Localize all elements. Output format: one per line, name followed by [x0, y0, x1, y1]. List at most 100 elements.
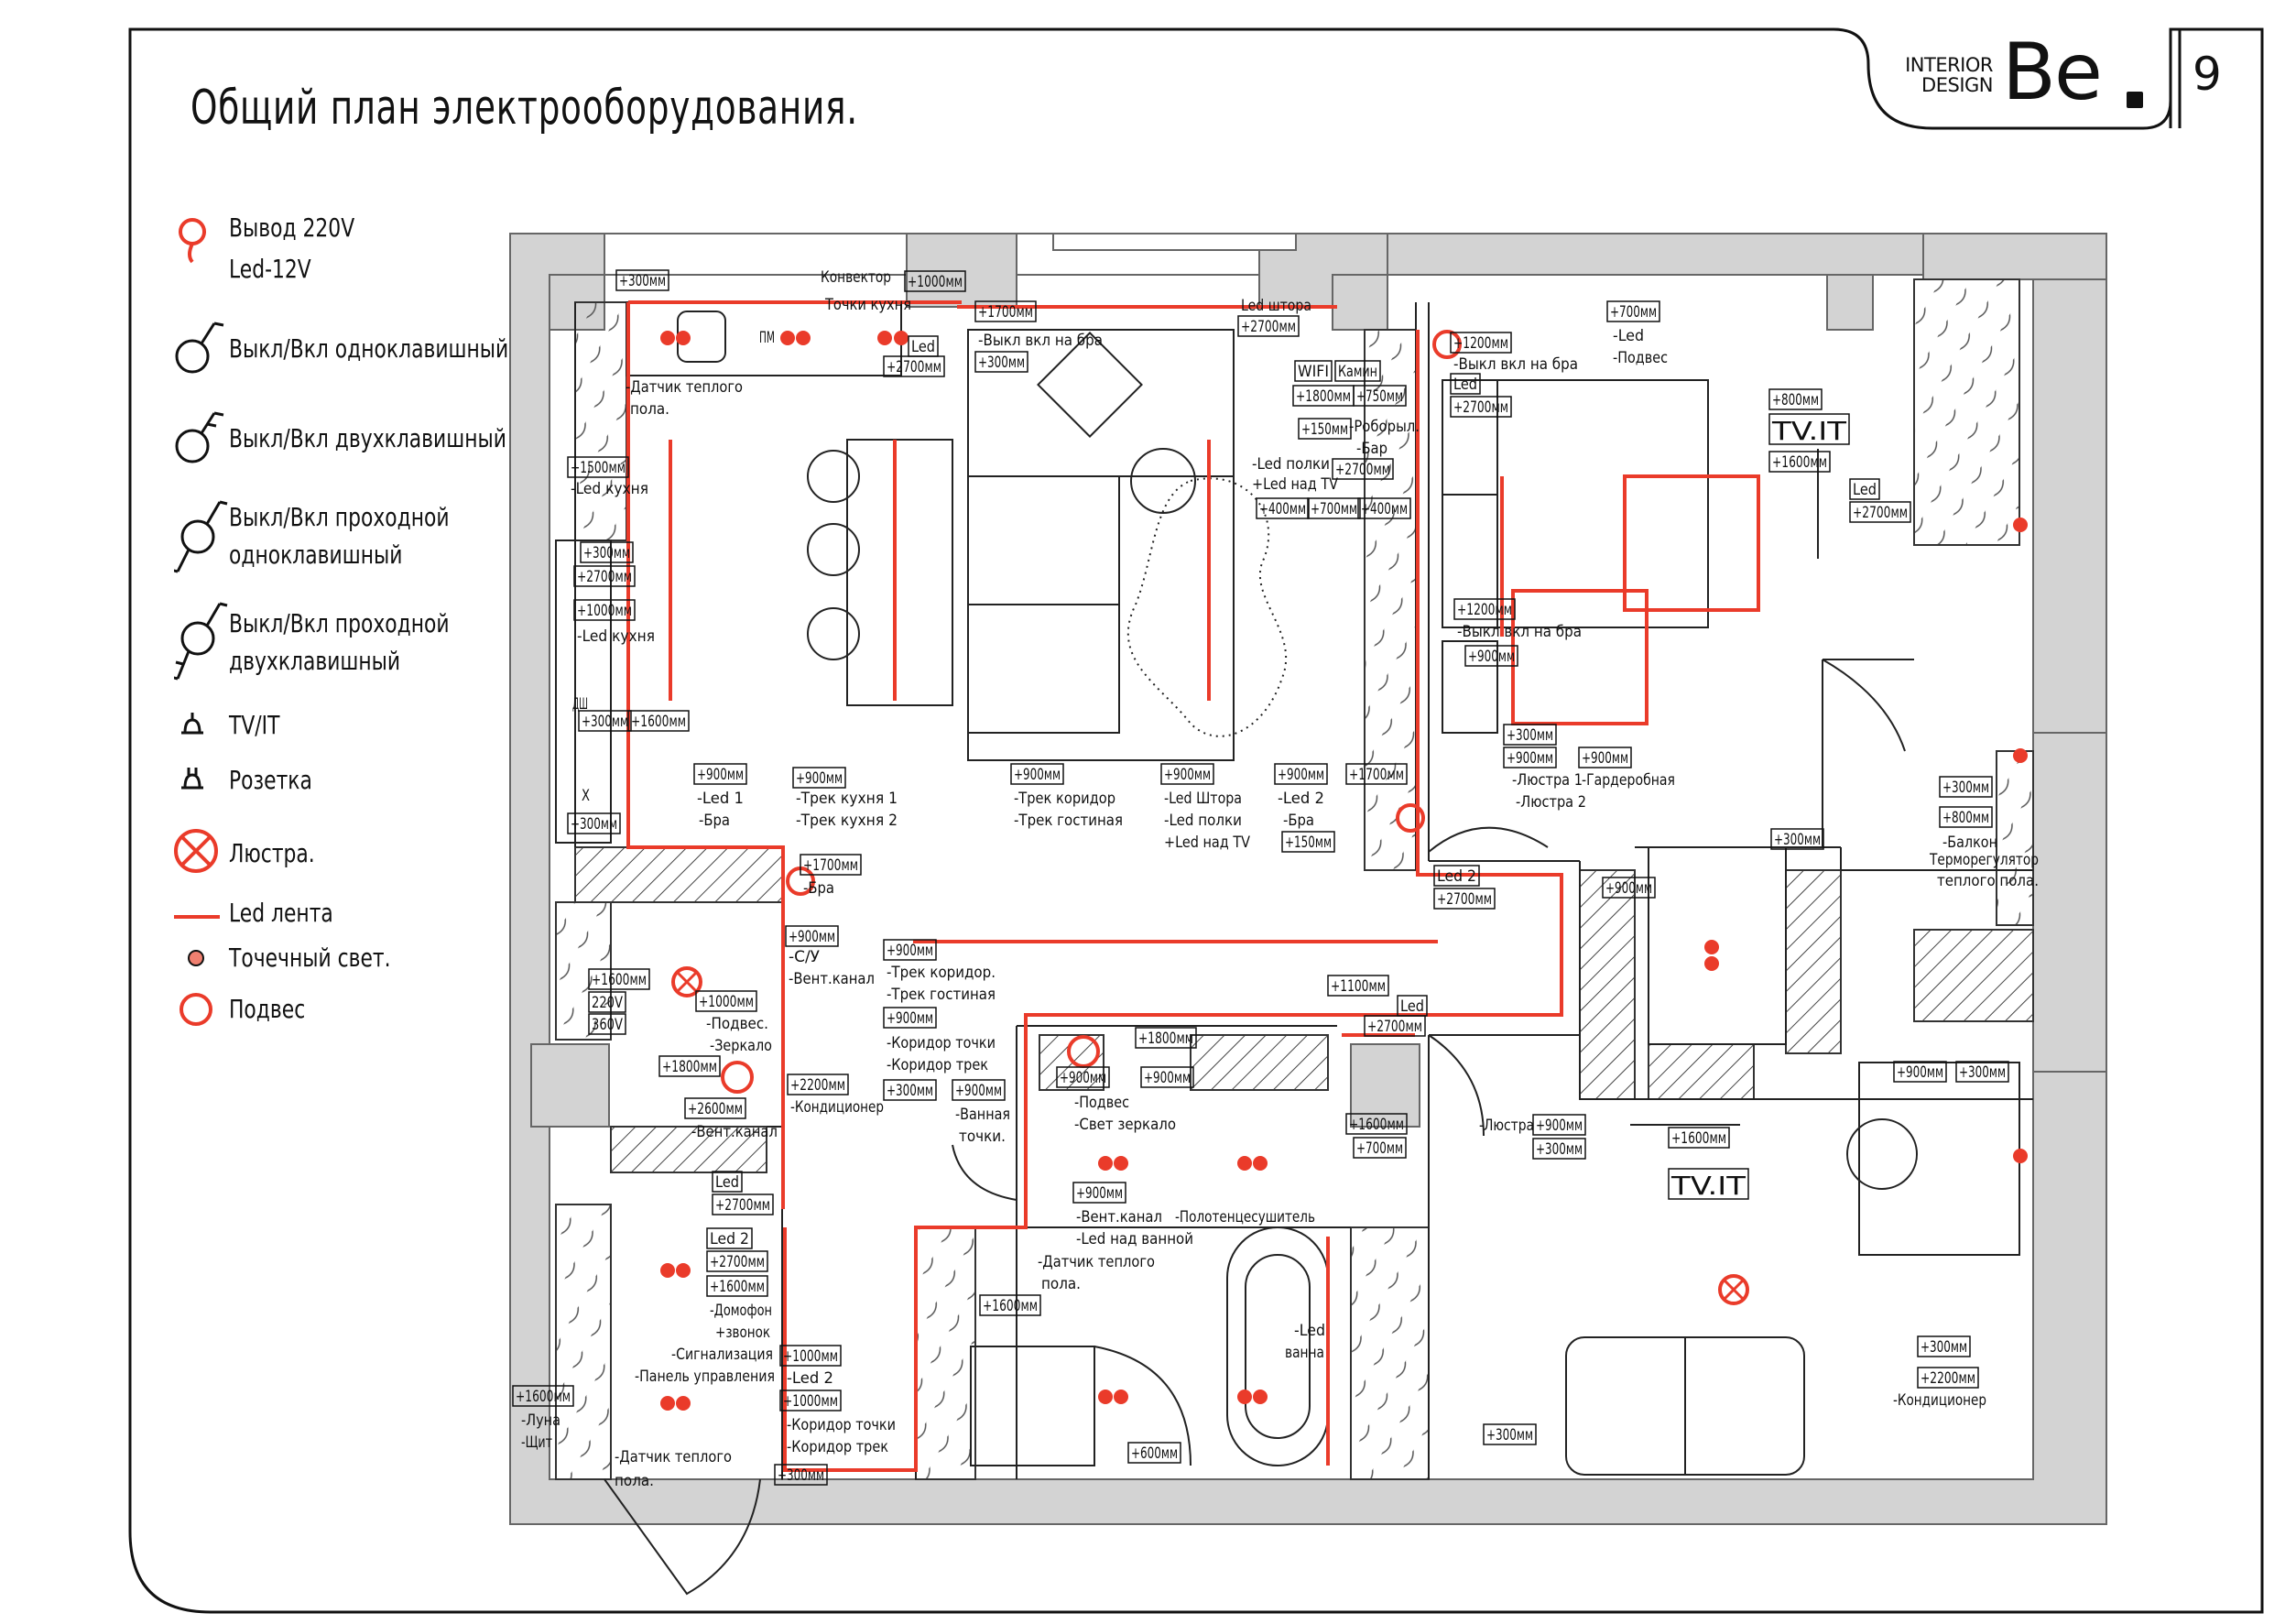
dimension-tag: +900мм [1602, 877, 1656, 899]
annotation-text: -Трек кухня 2 [796, 812, 898, 830]
dimension-tag: +1600мм [588, 968, 650, 990]
plan-label: -Трек гостиная [1014, 812, 1123, 830]
dimension-tag: +1700мм [1345, 763, 1408, 785]
dimension-tag: +300мм [974, 351, 1028, 373]
dimension-tag: +300мм [1503, 724, 1557, 746]
tv-it-socket-icon [181, 713, 203, 735]
annotation-text: +2700мм [1437, 890, 1492, 909]
dimension-tag-box [1939, 806, 1993, 828]
annotation-text: -Подвес. [706, 1015, 768, 1033]
brand-logo-mark: Be [2002, 27, 2103, 118]
dimension-tag: +900мм [785, 925, 839, 947]
dimension-tag: +2700мм [1450, 396, 1512, 418]
annotation-text: -Led 2 [1278, 790, 1324, 808]
dimension-tag: +900мм [952, 1079, 1006, 1101]
annotation-text: +300мм [1507, 726, 1553, 745]
dimension-tag: +300мм [1770, 828, 1824, 850]
socket-icon [181, 768, 203, 790]
annotation-text: +700мм [1356, 1139, 1403, 1158]
dimension-tag: +1100мм [1327, 975, 1389, 997]
annotation-text: -Люстра [1479, 1117, 1534, 1135]
chandelier-icon [174, 829, 218, 873]
annotation-text: +1800мм [662, 1058, 717, 1076]
annotation-text: +1600мм [1671, 1129, 1726, 1148]
dimension-tag: +2700мм [1849, 501, 1911, 523]
dimension-tag-box [1334, 360, 1381, 382]
dimension-tag: +1800мм [1292, 385, 1355, 407]
annotation-text: Led [1400, 997, 1424, 1016]
plan-label: -Led полки [1252, 455, 1330, 474]
legend-item-led-strip: Led лента [174, 889, 363, 935]
legend-item-spot-light: Точечный свет. [174, 934, 436, 980]
annotation-text: +300мм [1942, 779, 1989, 797]
plan-label: -Ванная [955, 1106, 1010, 1124]
annotation-text: -Зеркало [710, 1037, 772, 1055]
dimension-tag: +1600мм [1768, 451, 1831, 473]
dimension-tag-box [1433, 888, 1496, 910]
annotation-text: +900мм [1060, 1069, 1106, 1087]
plan-label: -Led кухня [577, 627, 655, 646]
annotation-text: +1000мм [699, 993, 754, 1011]
dimension-tag-box [1307, 497, 1361, 519]
dimension-tag: +1000мм [904, 270, 966, 292]
annotation-text: -Бра [699, 812, 730, 830]
annotation-text: +Led над TV [1164, 834, 1250, 852]
annotation-text: +150мм [1285, 834, 1332, 852]
dimension-tag: +300мм [615, 269, 669, 291]
plan-label: -Трек гостиная [887, 986, 996, 1004]
dimension-tag-box [588, 968, 650, 990]
annotation-text: точки. [959, 1128, 1006, 1146]
plan-label: -Выкл вкл на бра [1457, 623, 1582, 641]
plan-label: -Коридор точки [787, 1416, 896, 1434]
annotation-text: -Коридор трек [787, 1438, 888, 1456]
annotation-text: +300мм [571, 815, 617, 834]
annotation-text: Терморегулятор [1929, 851, 2039, 869]
annotation-text: -Вент.канал [1076, 1208, 1162, 1226]
dimension-tag-box [1955, 1061, 2009, 1083]
annotation-text: 360V [592, 1016, 623, 1034]
plan-label: -Led 2 [1278, 790, 1324, 808]
dimension-tag-box [1274, 763, 1328, 785]
annotation-text: Led 2 [710, 1230, 749, 1248]
annotation-text: Камин [1338, 363, 1377, 381]
dimension-tag-box [1602, 877, 1656, 899]
dimension-tag-box [1939, 776, 1993, 798]
annotation-text: -Балкон [1942, 834, 1997, 852]
annotation-text: -Коридор точки [887, 1034, 996, 1052]
annotation-text: +300мм [887, 1082, 933, 1100]
annotation-text: -Ванная [955, 1106, 1010, 1124]
plan-label: -Подвес [1074, 1094, 1129, 1112]
dimension-tag: +400мм [1256, 497, 1310, 519]
plan-label: -Гардеробная [1582, 771, 1675, 790]
dimension-tag-box [1345, 763, 1408, 785]
annotation-text: +1700мм [1349, 766, 1404, 784]
annotation-text: -Люстра 1 [1512, 771, 1583, 790]
outer-walls [509, 233, 2107, 1525]
annotation-text: +150мм [1301, 420, 1348, 439]
annotation-text: Х [582, 787, 590, 805]
plan-label: -Панель управления [635, 1368, 775, 1386]
legend-item-switch-single: Выкл/Вкл одноклавишный [174, 322, 587, 374]
annotation-text: +300мм [582, 713, 628, 731]
annotation-text: -Щит [521, 1433, 552, 1452]
dimension-tag: Led [1849, 478, 1880, 500]
annotation-text: +2700мм [1853, 504, 1908, 522]
dimension-tag-box [1072, 1182, 1126, 1204]
dimension-tag-box [712, 1171, 743, 1193]
dimension-tag-box [658, 1055, 721, 1077]
plan-label: ДШ [572, 695, 588, 714]
dimension-tag: +900мм [1160, 763, 1214, 785]
dimension-tag-box [1668, 1168, 1749, 1200]
plan-label: ванна [1285, 1344, 1324, 1362]
dimension-tag-box [979, 1294, 1041, 1316]
plan-label: -Бра [1283, 812, 1314, 830]
annotation-text: +2200мм [1921, 1369, 1975, 1388]
annotation-text: +2700мм [1241, 318, 1296, 336]
annotation-text: +900мм [887, 1009, 933, 1028]
annotation-text: -Трек гостиная [1014, 812, 1123, 830]
legend-label-secondary: Led-12V [229, 254, 311, 284]
annotation-text: +700мм [1610, 303, 1657, 322]
annotation-text: 220V [592, 994, 623, 1012]
annotation-text: -Коридор трек [887, 1056, 988, 1074]
annotation-text: +1600мм [1349, 1116, 1404, 1134]
